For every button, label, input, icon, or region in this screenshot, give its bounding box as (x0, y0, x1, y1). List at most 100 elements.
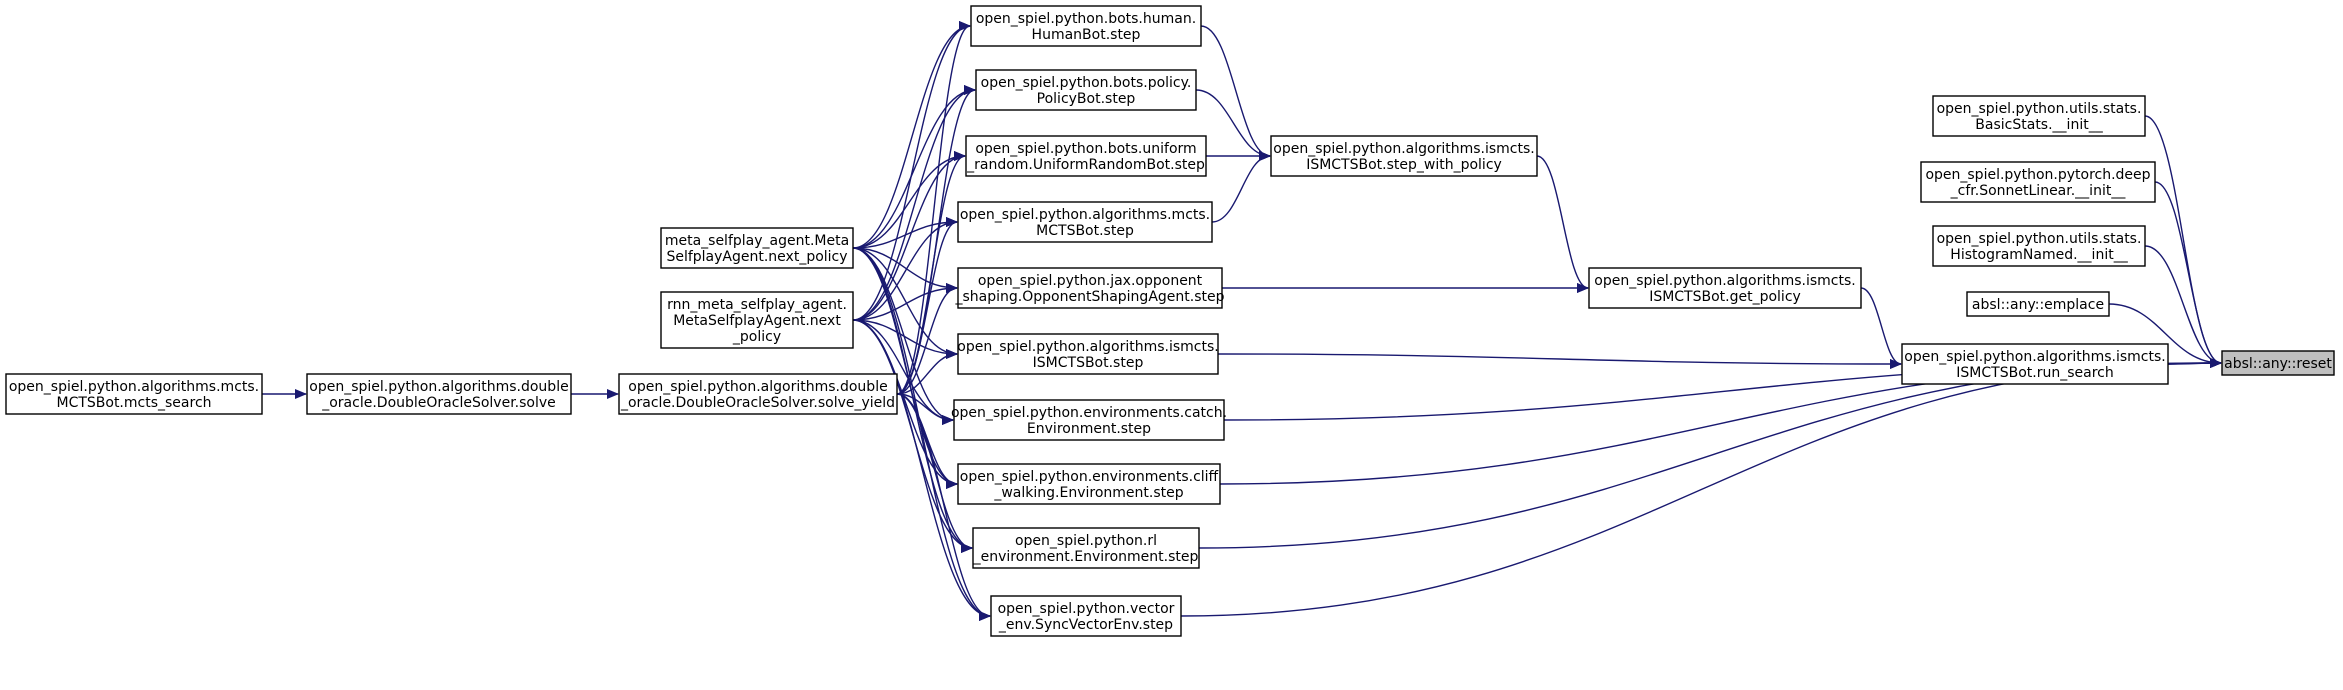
edge-step_with_policy-to-get_policy (1536, 155, 1589, 293)
edge-line (852, 247, 991, 621)
node-label: open_spiel.python.environments.catch. (951, 405, 1227, 421)
edge-line (852, 247, 958, 293)
node-histogram[interactable]: open_spiel.python.utils.stats.HistogramN… (1932, 225, 2146, 267)
edge-line (1195, 89, 1271, 161)
edge-line (852, 217, 958, 321)
node-label: open_spiel.python.utils.stats. (1937, 231, 2142, 247)
node-label: _cfr.SonnetLinear.__init__ (1950, 183, 2127, 199)
node-box (975, 69, 1197, 111)
edge-line (852, 151, 966, 249)
node-step_with_policy[interactable]: open_spiel.python.algorithms.ismcts.ISMC… (1270, 135, 1538, 177)
node-label: meta_selfplay_agent.Meta (665, 233, 849, 249)
node-opponent[interactable]: open_spiel.python.jax.opponent_shaping.O… (955, 267, 1225, 309)
node-label: open_spiel.python.environments.cliff (960, 469, 1219, 485)
edge-line (1200, 25, 1271, 161)
edge-get_policy-to-run_search (1860, 287, 1902, 369)
node-label: open_spiel.python.algorithms.double (309, 379, 568, 395)
node-label: MCTSBot.step (1036, 223, 1134, 239)
node-label: open_spiel.python.algorithms.mcts. (9, 379, 259, 395)
edge-solve_yield-to-ismctsstep (896, 349, 958, 395)
node-rlenv[interactable]: open_spiel.python.rl_environment.Environ… (972, 527, 1200, 569)
node-box (660, 227, 854, 269)
edge-emplace-to-reset (2108, 303, 2222, 368)
edge-rnnmeta-to-opponent (852, 283, 958, 321)
node-meta[interactable]: meta_selfplay_agent.MetaSelfplayAgent.ne… (660, 227, 854, 269)
node-label: ISMCTSBot.get_policy (1649, 289, 1801, 305)
node-label: open_spiel.python.rl (1015, 533, 1157, 549)
edge-line (852, 21, 971, 321)
node-label: open_spiel.python.jax.opponent (978, 273, 1203, 289)
node-sonnetlinear[interactable]: open_spiel.python.pytorch.deep_cfr.Sonne… (1920, 161, 2156, 203)
edge-line (896, 349, 958, 395)
edge-line (852, 283, 958, 321)
node-label: PolicyBot.step (1037, 91, 1136, 107)
node-box (957, 201, 1213, 243)
node-label: open_spiel.python.algorithms.double (628, 379, 887, 395)
node-vecenv[interactable]: open_spiel.python.vector_env.SyncVectorE… (990, 595, 1182, 637)
edge-ismctsstep-to-run_search (1217, 353, 1902, 369)
edge-line (1180, 358, 2222, 617)
edge-sonnetlinear-to-reset (2154, 181, 2222, 368)
node-label: open_spiel.python.algorithms.ismcts. (1904, 349, 2165, 365)
node-mcts_search[interactable]: open_spiel.python.algorithms.mcts.MCTSBo… (5, 373, 263, 415)
node-label: rnn_meta_selfplay_agent. (667, 297, 847, 313)
edges (262, 21, 2222, 621)
node-cliff[interactable]: open_spiel.python.environments.cliff_wal… (957, 463, 1221, 505)
edge-solve_yield-to-catch (896, 393, 954, 425)
node-ismctsstep[interactable]: open_spiel.python.algorithms.ismcts.ISMC… (957, 333, 1219, 375)
edge-solve_yield-to-humanbot (896, 21, 971, 395)
node-uniformbot[interactable]: open_spiel.python.bots.uniform_random.Un… (965, 135, 1207, 177)
node-box (306, 373, 572, 415)
node-label: _policy (732, 329, 781, 345)
node-label: MCTSBot.mcts_search (56, 395, 211, 411)
node-box (1932, 95, 2146, 137)
node-box (1901, 343, 2169, 385)
edge-line (852, 247, 958, 359)
node-label: ISMCTSBot.step (1033, 355, 1144, 371)
edge-meta-to-policybot (852, 85, 976, 249)
edge-line (1860, 287, 1902, 369)
edge-rlenv-to-reset (1198, 358, 2222, 549)
node-label: absl::any::reset (2224, 356, 2332, 372)
node-basicstats[interactable]: open_spiel.python.utils.stats.BasicStats… (1932, 95, 2146, 137)
edge-rnnmeta-to-mctsbot (852, 217, 958, 321)
edge-solve_yield-to-mctsbot (896, 217, 958, 395)
edge-line (1217, 353, 1902, 369)
node-reset[interactable]: absl::any::reset (2221, 350, 2335, 376)
node-rnnmeta[interactable]: rnn_meta_selfplay_agent.MetaSelfplayAgen… (660, 291, 854, 349)
node-box (1270, 135, 1538, 177)
node-label: BasicStats.__init__ (1975, 117, 2103, 133)
node-label: HumanBot.step (1032, 27, 1141, 43)
node-label: open_spiel.python.algorithms.mcts. (960, 207, 1210, 223)
node-label: ISMCTSBot.run_search (1956, 365, 2113, 381)
edge-rnnmeta-to-vecenv (852, 319, 991, 621)
node-box (1966, 291, 2110, 317)
node-label: _env.SyncVectorEnv.step (998, 617, 1173, 633)
edge-line (852, 319, 991, 621)
node-box (970, 5, 1202, 47)
node-get_policy[interactable]: open_spiel.python.algorithms.ismcts.ISMC… (1588, 267, 1862, 309)
edge-meta-to-opponent (852, 247, 958, 293)
node-solve_yield[interactable]: open_spiel.python.algorithms.double_orac… (618, 373, 898, 415)
node-run_search[interactable]: open_spiel.python.algorithms.ismcts.ISMC… (1901, 343, 2169, 385)
edge-line (896, 217, 958, 395)
node-box (972, 527, 1200, 569)
node-label: open_spiel.python.bots.human. (976, 11, 1196, 27)
node-catch[interactable]: open_spiel.python.environments.catch.Env… (951, 399, 1227, 441)
edge-solve_yield-to-vecenv (896, 393, 991, 621)
edge-policybot-to-step_with_policy (1195, 89, 1271, 161)
edge-line (852, 85, 976, 249)
node-box (1920, 161, 2156, 203)
node-emplace[interactable]: absl::any::emplace (1966, 291, 2110, 317)
node-humanbot[interactable]: open_spiel.python.bots.human.HumanBot.st… (970, 5, 1202, 47)
node-label: open_spiel.python.bots.policy. (981, 75, 1192, 91)
edge-line (2154, 181, 2222, 368)
node-policybot[interactable]: open_spiel.python.bots.policy.PolicyBot.… (975, 69, 1197, 111)
node-mctsbot[interactable]: open_spiel.python.algorithms.mcts.MCTSBo… (957, 201, 1213, 243)
node-box (957, 267, 1223, 309)
edge-rnnmeta-to-humanbot (852, 21, 971, 321)
node-box (1588, 267, 1862, 309)
edge-line (1211, 151, 1271, 223)
node-solve[interactable]: open_spiel.python.algorithms.double_orac… (306, 373, 572, 415)
